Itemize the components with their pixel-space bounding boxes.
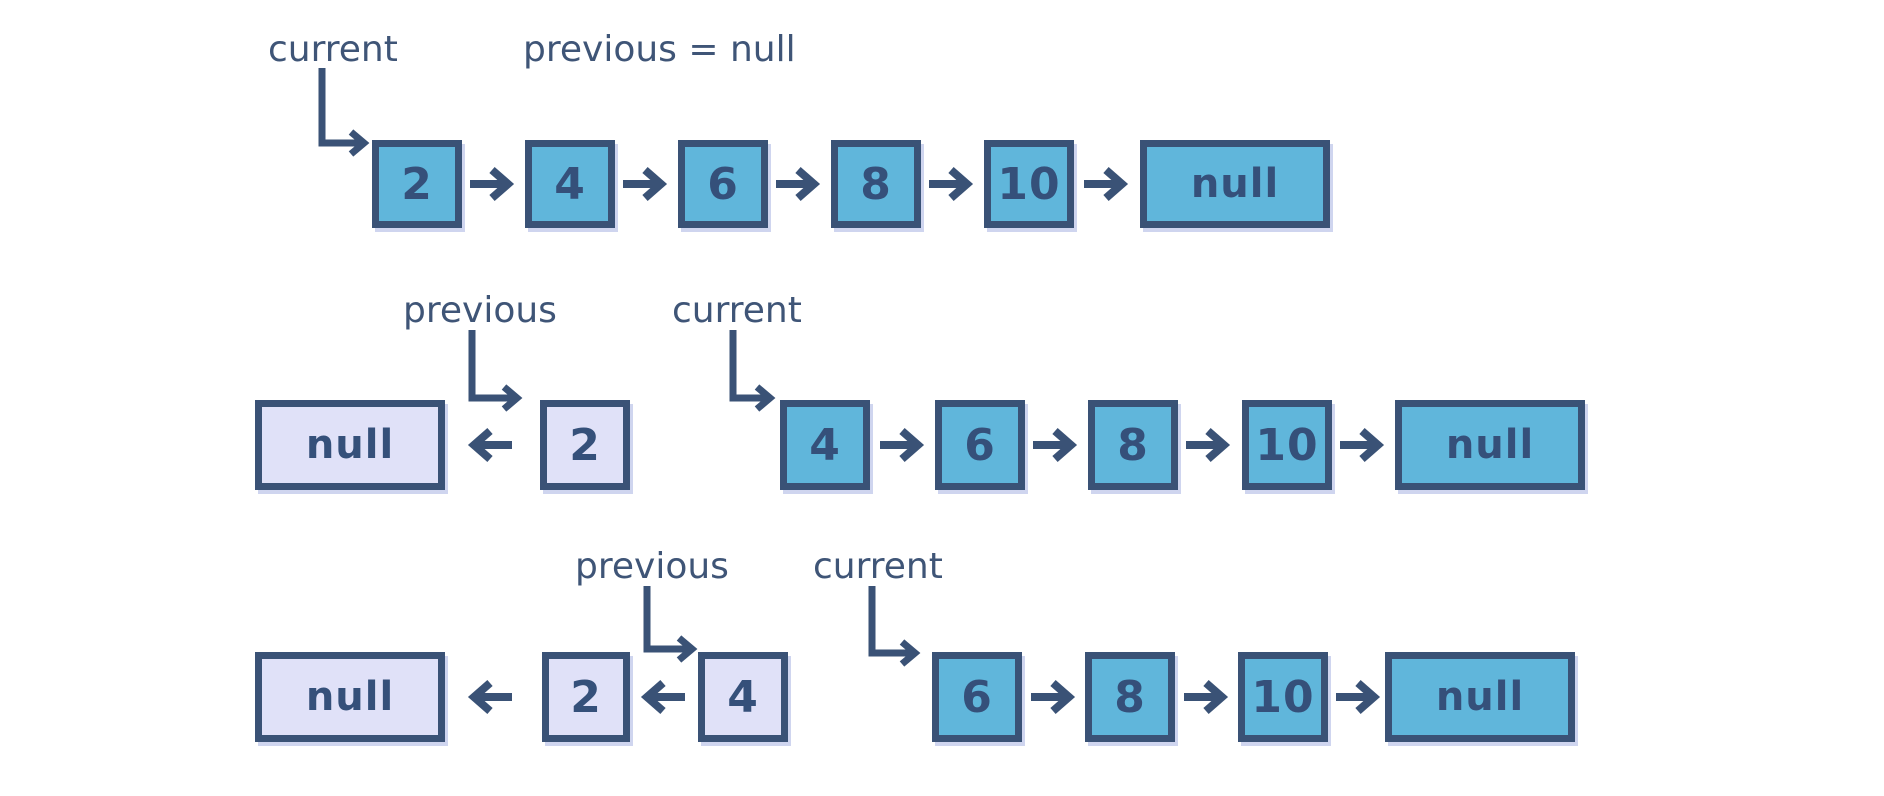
list-node-8: 8 <box>831 140 921 228</box>
list-node-value: 2 <box>569 419 601 471</box>
next-pointer-arrow <box>1336 679 1381 715</box>
list-node-10: 10 <box>984 140 1074 228</box>
list-node-null: null <box>1395 400 1585 490</box>
list-node-value: 4 <box>554 158 586 210</box>
list-node-10: 10 <box>1238 652 1328 742</box>
previous-pointer-label: previous <box>403 290 557 331</box>
next-pointer-arrow <box>623 166 668 202</box>
list-node-value: 8 <box>1117 419 1149 471</box>
list-node-value: null <box>1190 161 1280 207</box>
next-pointer-arrow <box>1186 427 1231 463</box>
reversed-pointer-arrow <box>467 679 512 715</box>
list-node-10: 10 <box>1242 400 1332 490</box>
current-pointer-elbow-arrow <box>729 330 776 412</box>
current-pointer-label: current <box>813 546 943 587</box>
next-pointer-arrow <box>776 166 821 202</box>
list-node-6: 6 <box>932 652 1022 742</box>
list-node-value: null <box>1445 422 1535 468</box>
list-node-2: 2 <box>540 400 630 490</box>
next-pointer-arrow <box>1033 427 1078 463</box>
list-node-value: 8 <box>1114 671 1146 723</box>
reversed-pointer-arrow <box>467 427 512 463</box>
next-pointer-arrow <box>1031 679 1076 715</box>
list-node-4: 4 <box>780 400 870 490</box>
previous-pointer-elbow-arrow <box>643 586 698 663</box>
list-node-6: 6 <box>678 140 768 228</box>
next-pointer-arrow <box>1340 427 1385 463</box>
current-pointer-label: current <box>672 290 802 331</box>
list-node-value: 6 <box>961 671 993 723</box>
current-pointer-label: current <box>268 29 398 70</box>
list-node-2: 2 <box>542 652 630 742</box>
reversed-pointer-arrow <box>640 679 685 715</box>
list-node-8: 8 <box>1085 652 1175 742</box>
current-pointer-elbow-arrow <box>868 586 921 667</box>
next-pointer-arrow <box>929 166 974 202</box>
list-node-value: 8 <box>860 158 892 210</box>
list-node-4: 4 <box>698 652 788 742</box>
list-node-value: 4 <box>727 671 759 723</box>
next-pointer-arrow <box>880 427 925 463</box>
current-pointer-elbow-arrow <box>318 68 370 157</box>
list-node-8: 8 <box>1088 400 1178 490</box>
list-node-value: null <box>1435 674 1525 720</box>
list-node-value: 10 <box>997 158 1061 210</box>
list-node-value: null <box>305 422 395 468</box>
next-pointer-arrow <box>1084 166 1129 202</box>
list-node-2: 2 <box>372 140 462 228</box>
list-node-value: 2 <box>570 671 602 723</box>
previous-equals-null-label: previous = null <box>523 29 796 70</box>
list-node-value: 6 <box>707 158 739 210</box>
list-node-value: null <box>305 674 395 720</box>
list-node-value: 10 <box>1251 671 1315 723</box>
next-pointer-arrow <box>470 166 515 202</box>
previous-pointer-elbow-arrow <box>468 330 523 412</box>
list-node-value: 2 <box>401 158 433 210</box>
list-node-value: 10 <box>1255 419 1319 471</box>
list-node-value: 4 <box>809 419 841 471</box>
list-node-null: null <box>1385 652 1575 742</box>
next-pointer-arrow <box>1184 679 1229 715</box>
list-node-4: 4 <box>525 140 615 228</box>
list-node-null: null <box>255 400 445 490</box>
previous-pointer-label: previous <box>575 546 729 587</box>
list-node-null: null <box>255 652 445 742</box>
list-node-6: 6 <box>935 400 1025 490</box>
list-node-value: 6 <box>964 419 996 471</box>
list-node-null: null <box>1140 140 1330 228</box>
